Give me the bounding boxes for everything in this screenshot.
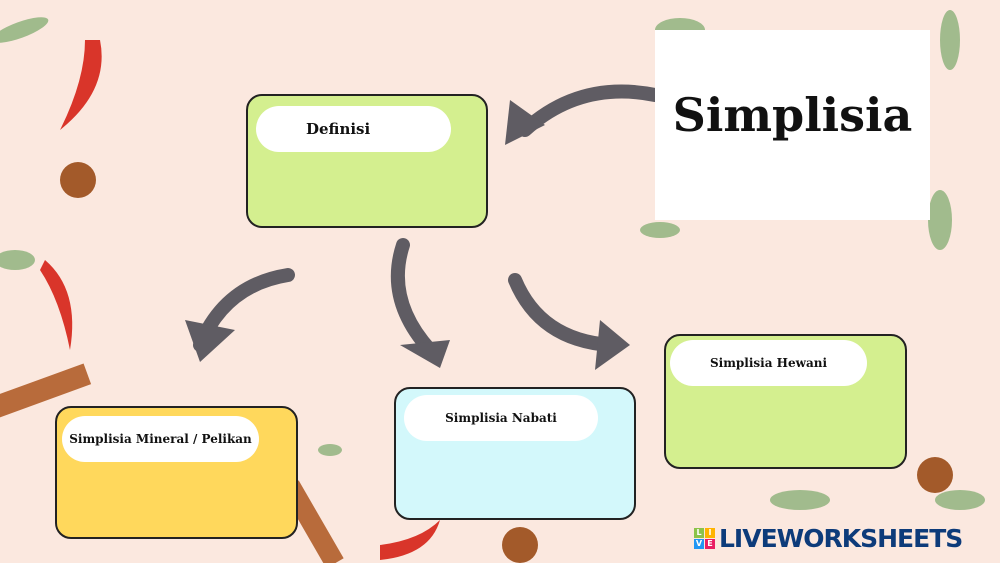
nabati-label: Simplisia Nabati [404,395,598,441]
logo-text: LIVEWORKSHEETS [719,524,963,553]
star-anise-decoration [60,162,953,563]
definisi-label: Definisi [256,106,451,152]
hewani-label: Simplisia Hewani [670,340,867,386]
leaf-decoration [0,10,985,510]
mineral-label: Simplisia Mineral / Pelikan [62,416,259,462]
logo-mark: L I V E [694,528,715,549]
page-title: Simplisia [672,88,913,142]
title-frame [655,30,930,220]
chili-decoration [40,40,440,560]
liveworksheets-logo: L I V E LIVEWORKSHEETS [694,524,963,553]
